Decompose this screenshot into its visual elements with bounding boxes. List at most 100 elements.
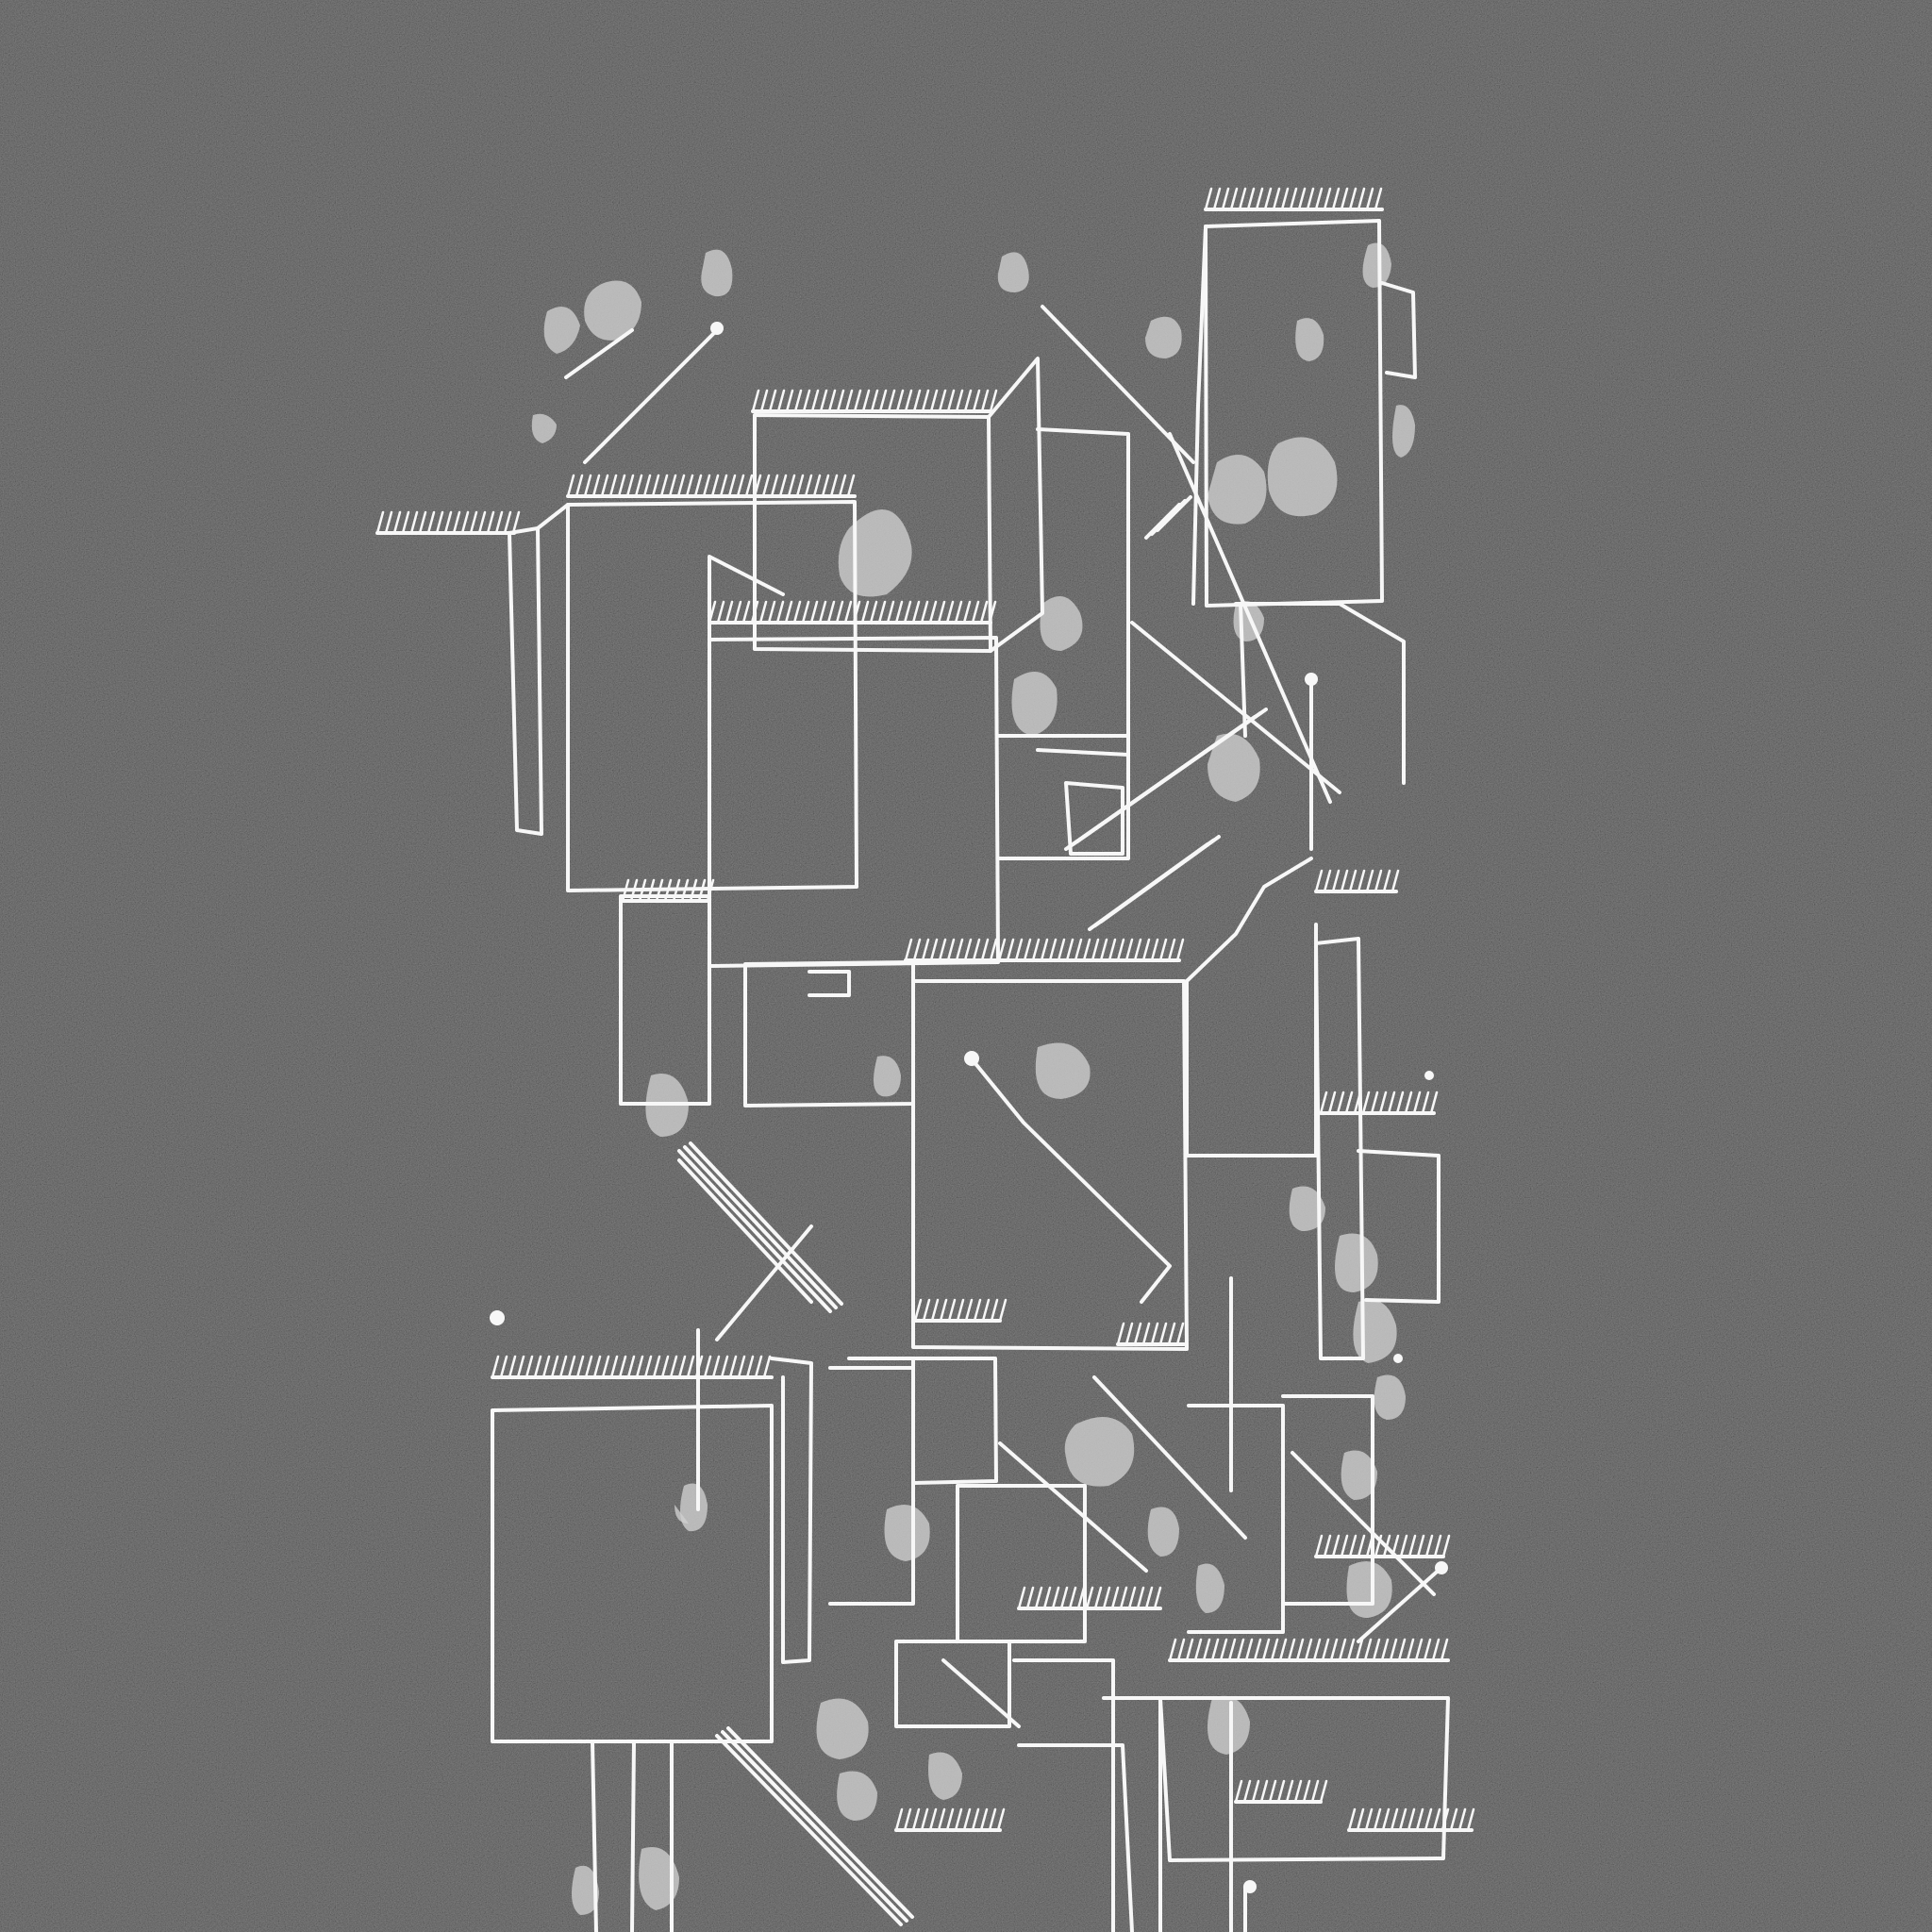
hatch-stroke xyxy=(1297,187,1307,211)
hatch-stroke xyxy=(503,510,512,535)
hatch-stroke xyxy=(533,1355,542,1379)
hatch-stroke xyxy=(768,389,777,413)
hatch-stroke xyxy=(494,510,504,535)
hatch-stroke xyxy=(1175,938,1185,962)
hatch-stroke xyxy=(1204,187,1213,211)
hatch-stroke xyxy=(929,938,939,962)
hatch-stroke xyxy=(818,600,827,625)
hatch-stroke xyxy=(1042,1586,1052,1610)
hatch-stroke xyxy=(1414,1638,1424,1662)
hatch-stroke xyxy=(1466,1807,1475,1832)
hatch-stroke xyxy=(1364,1807,1374,1832)
hatch-stroke xyxy=(938,389,947,413)
hatch-stroke xyxy=(1210,1638,1220,1662)
hatch-stroke xyxy=(625,474,635,498)
ribbon-stroke xyxy=(1099,835,1221,924)
hatch-stroke xyxy=(392,510,402,535)
hatch-stroke xyxy=(1193,1638,1203,1662)
hatch-stroke xyxy=(469,510,478,535)
hatch-stroke xyxy=(937,600,946,625)
hatch-stroke xyxy=(1068,1586,1077,1610)
hatch-stroke xyxy=(672,878,681,903)
hatch-stroke xyxy=(988,1807,997,1832)
hatch-stroke xyxy=(1116,938,1125,962)
hatch-stroke xyxy=(843,600,853,625)
hatch-stroke xyxy=(575,1355,585,1379)
hatch-stroke xyxy=(1185,1638,1194,1662)
hatch-stroke xyxy=(477,510,487,535)
hatch-stroke xyxy=(1074,938,1083,962)
hatch-stroke xyxy=(724,600,734,625)
hatch-stroke xyxy=(621,878,630,903)
hatch-stroke xyxy=(652,1355,661,1379)
blob xyxy=(1035,1042,1091,1099)
hatch-stroke xyxy=(689,878,698,903)
blob xyxy=(874,1056,901,1097)
blob xyxy=(1040,596,1083,651)
blob xyxy=(1195,1563,1224,1613)
hatch-stroke xyxy=(921,389,930,413)
hatch-stroke xyxy=(989,389,998,413)
hatch-stroke xyxy=(988,600,997,625)
hatch-stroke xyxy=(894,600,904,625)
hatch-stroke xyxy=(947,1298,957,1323)
hatch-stroke xyxy=(676,474,686,498)
hatch-stroke xyxy=(946,389,956,413)
hatch-stroke xyxy=(912,938,922,962)
blob xyxy=(1208,455,1267,525)
hatch-stroke xyxy=(1168,1638,1177,1662)
hatch-stroke xyxy=(754,1355,763,1379)
hatch-stroke xyxy=(435,510,444,535)
hatch-stroke xyxy=(1167,938,1176,962)
hatch-stroke xyxy=(1340,869,1349,893)
box-outline xyxy=(1187,1404,1285,1634)
hatch-stroke xyxy=(1150,938,1159,962)
hatch-stroke xyxy=(945,600,955,625)
hatch-stroke xyxy=(1382,1534,1391,1558)
hatch-stroke xyxy=(955,389,964,413)
hatch-stroke xyxy=(827,389,837,413)
hatch-stroke xyxy=(1246,187,1256,211)
hatch-stroke xyxy=(1244,1638,1254,1662)
hatch-stroke xyxy=(708,600,717,625)
hatch-stroke xyxy=(1365,187,1374,211)
hatch-stroke xyxy=(1416,1534,1425,1558)
blob xyxy=(1346,1561,1392,1618)
hatch-stroke xyxy=(511,510,521,535)
hatch-stroke xyxy=(911,1807,921,1832)
knob xyxy=(490,1310,505,1325)
hatch-stroke xyxy=(1423,1638,1432,1662)
hatch-stroke xyxy=(963,389,973,413)
hatch-stroke xyxy=(1065,938,1074,962)
hatch-stroke xyxy=(1051,1586,1060,1610)
hatch-stroke xyxy=(877,600,887,625)
box-outline xyxy=(987,357,1044,653)
hatch-stroke xyxy=(1391,1534,1400,1558)
hatch-stroke xyxy=(744,474,754,498)
box-outline xyxy=(956,1484,1087,1643)
hatch-stroke xyxy=(1102,1586,1111,1610)
hatch-stroke xyxy=(491,1355,500,1379)
hatch-stroke xyxy=(956,1298,965,1323)
blob xyxy=(928,1752,962,1800)
hatch-stroke xyxy=(745,1355,755,1379)
hatch-stroke xyxy=(1365,869,1374,893)
hatch-stroke xyxy=(711,1355,721,1379)
hatch-stroke xyxy=(1355,1638,1364,1662)
hatch-stroke xyxy=(1219,1638,1228,1662)
hatch-stroke xyxy=(1374,1534,1383,1558)
hatch-stroke xyxy=(835,600,844,625)
hatch-stroke xyxy=(971,1807,980,1832)
blob xyxy=(837,1771,877,1821)
blob xyxy=(884,1505,930,1561)
hatch-stroke xyxy=(1093,1586,1103,1610)
hatch-stroke xyxy=(785,389,794,413)
hatch-stroke xyxy=(1357,869,1366,893)
box-side xyxy=(1102,1696,1162,1932)
hatch-stroke xyxy=(609,1355,619,1379)
hatch-stroke xyxy=(1380,1638,1390,1662)
hatch-stroke xyxy=(728,1355,738,1379)
hatch-stroke xyxy=(1433,1534,1442,1558)
box-outline xyxy=(828,1366,915,1606)
